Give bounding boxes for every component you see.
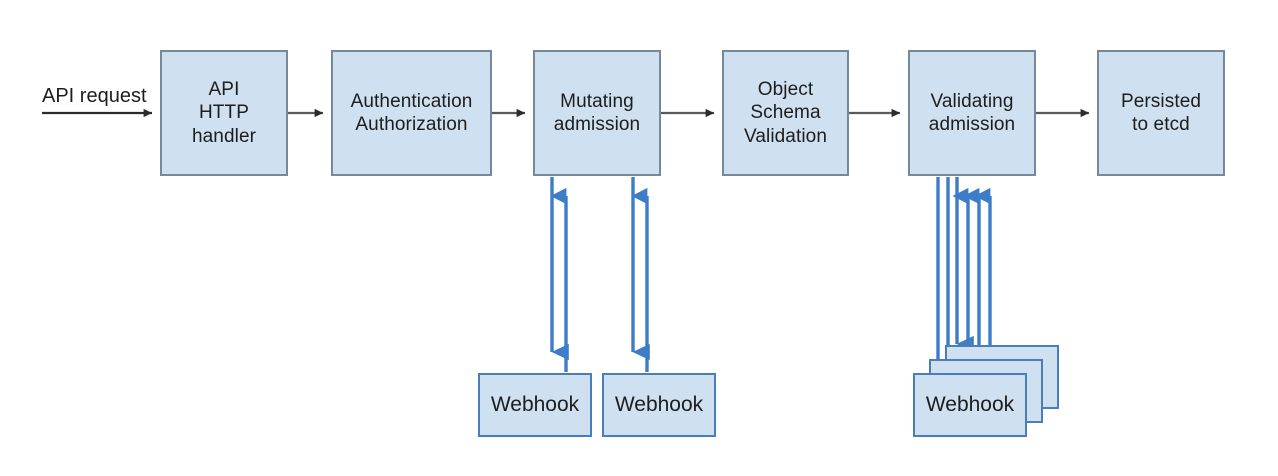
webhook-validating-front[interactable]: Webhook [913, 373, 1027, 437]
node-persisted-to-etcd[interactable]: Persisted to etcd [1097, 50, 1225, 176]
call-validating-webhook-2 [946, 177, 981, 372]
node-authentication-authorization[interactable]: Authentication Authorization [331, 50, 492, 176]
entry-label-api-request: API request [42, 85, 147, 107]
webhook-mutating-2[interactable]: Webhook [602, 373, 716, 437]
webhook-mutating-1[interactable]: Webhook [478, 373, 592, 437]
node-mutating-admission[interactable]: Mutating admission [533, 50, 661, 176]
call-mutating-webhook-1 [550, 177, 569, 372]
call-validating-webhook-1 [936, 177, 970, 381]
node-validating-admission[interactable]: Validating admission [908, 50, 1036, 176]
node-object-schema-validation[interactable]: Object Schema Validation [722, 50, 849, 176]
node-api-http-handler[interactable]: API HTTP handler [160, 50, 288, 176]
call-validating-webhook-3 [955, 177, 992, 372]
call-mutating-webhook-2 [631, 177, 650, 372]
